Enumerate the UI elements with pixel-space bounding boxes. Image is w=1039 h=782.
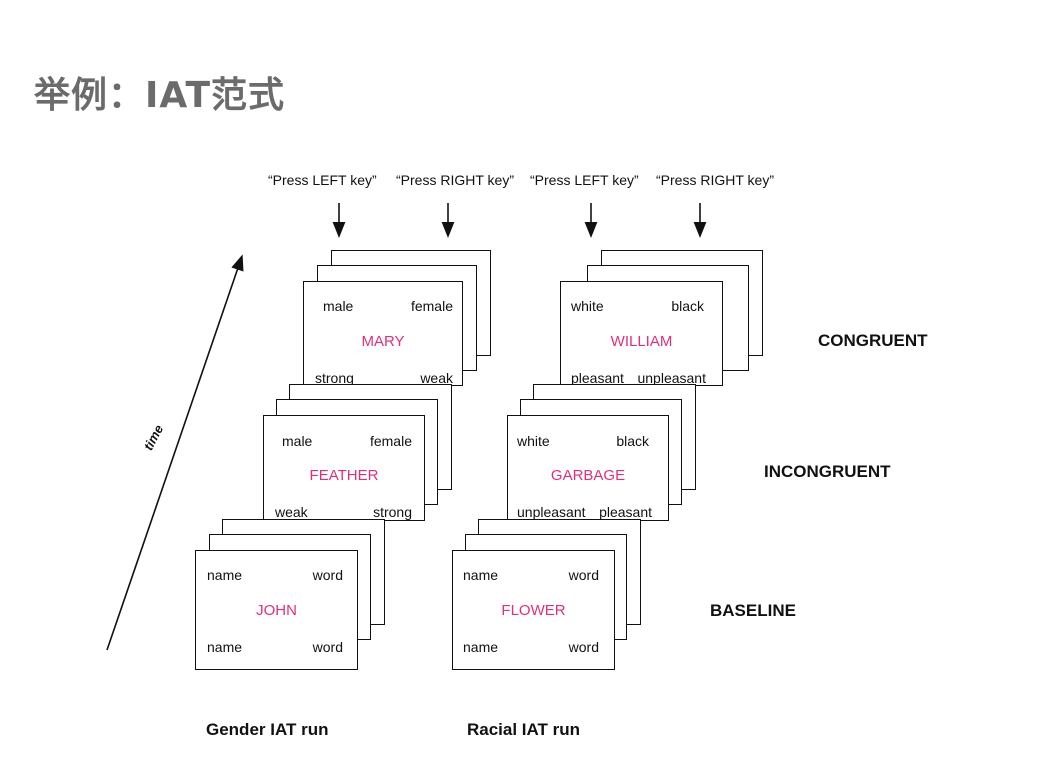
card-stimulus-word: WILLIAM: [610, 333, 673, 350]
card-stimulus-word: FEATHER: [309, 467, 379, 484]
card-stimulus-word: GARBAGE: [550, 467, 626, 484]
card-top-right-label: word: [568, 567, 599, 583]
card-top-right-label: black: [616, 433, 649, 449]
card-racial-baseline: name word FLOWER name word: [452, 550, 615, 670]
run-label-gender: Gender IAT run: [206, 720, 329, 739]
time-arrow-icon: [106, 254, 244, 651]
card-bottom-left-label: strong: [315, 370, 354, 386]
condition-label-baseline: BASELINE: [710, 601, 796, 620]
card-bottom-right-label: strong: [373, 504, 412, 520]
press-left-label-gender: “Press LEFT key”: [268, 172, 377, 188]
card-gender-baseline: name word JOHN name word: [195, 550, 358, 670]
card-top-left-label: white: [517, 433, 550, 449]
card-bottom-right-label: word: [568, 639, 599, 655]
card-stimulus-word: FLOWER: [501, 602, 566, 619]
card-stimulus-word: MARY: [361, 333, 405, 350]
press-right-label-gender: “Press RIGHT key”: [396, 172, 514, 188]
card-bottom-left-label: unpleasant: [517, 504, 586, 520]
press-right-label-racial: “Press RIGHT key”: [656, 172, 774, 188]
card-bottom-right-label: weak: [420, 370, 453, 386]
card-stimulus-word: JOHN: [256, 602, 297, 619]
card-top-right-label: female: [410, 298, 453, 314]
run-label-racial: Racial IAT run: [467, 720, 581, 739]
card-gender-incongruent: male female FEATHER weak strong: [263, 415, 425, 521]
card-bottom-left-label: pleasant: [571, 370, 624, 386]
card-top-left-label: name: [207, 567, 243, 583]
card-top-left-label: male: [282, 433, 313, 449]
card-top-right-label: black: [671, 298, 704, 314]
card-bottom-left-label: name: [463, 639, 499, 655]
card-racial-incongruent: white black GARBAGE unpleasant pleasant: [507, 415, 669, 521]
card-bottom-right-label: unpleasant: [637, 370, 706, 386]
slide-title: 举例：IAT范式: [34, 75, 286, 116]
card-gender-congruent: male female MARY strong weak: [303, 281, 463, 386]
card-top-left-label: male: [323, 298, 354, 314]
condition-label-incongruent: INCONGRUENT: [764, 462, 891, 481]
condition-label-congruent: CONGRUENT: [818, 331, 928, 350]
card-bottom-right-label: word: [312, 639, 343, 655]
card-bottom-left-label: weak: [275, 504, 308, 520]
card-bottom-left-label: name: [207, 639, 243, 655]
card-top-right-label: word: [312, 567, 343, 583]
card-top-right-label: female: [369, 433, 412, 449]
card-racial-congruent: white black WILLIAM pleasant unpleasant: [560, 281, 723, 386]
card-top-left-label: white: [571, 298, 604, 314]
card-top-left-label: name: [463, 567, 499, 583]
press-left-label-racial: “Press LEFT key”: [530, 172, 639, 188]
card-bottom-right-label: pleasant: [599, 504, 652, 520]
